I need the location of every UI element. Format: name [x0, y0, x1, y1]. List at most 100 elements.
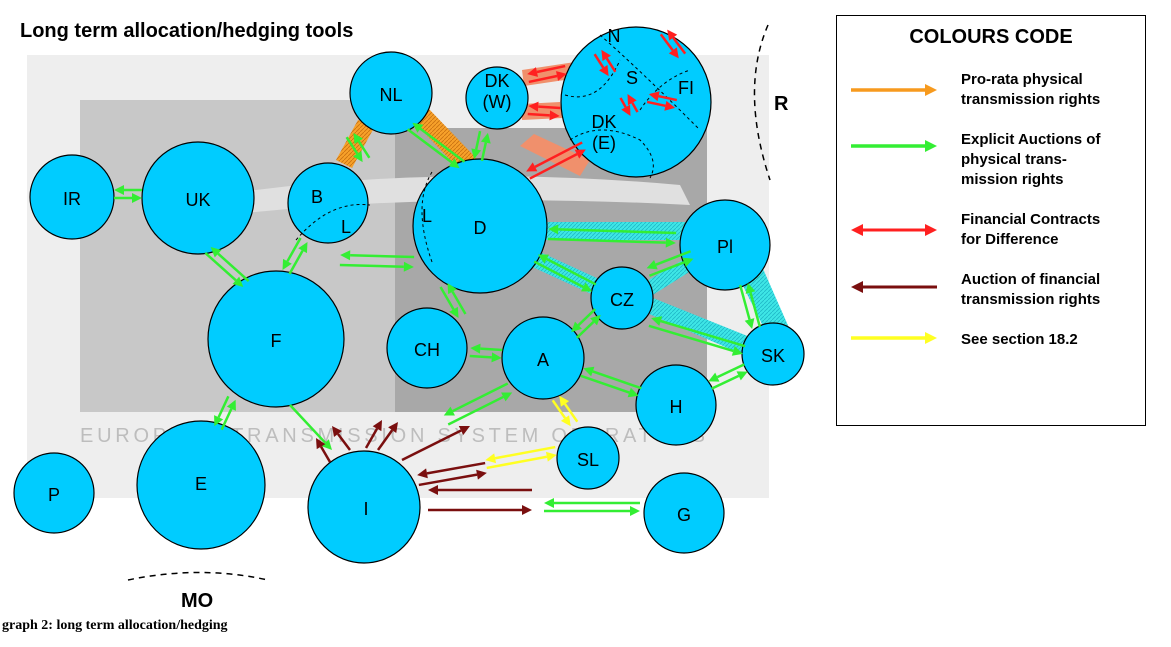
label-ir: IR	[63, 189, 81, 209]
arrow-i-g-financial	[428, 485, 532, 495]
arrow-a-i	[447, 392, 513, 426]
arrow-s-dke	[619, 97, 631, 116]
arrow-nl-b	[345, 136, 363, 163]
arrow-d-ch	[439, 286, 459, 319]
arrow-f-b	[282, 237, 302, 271]
arrow-a-cz	[575, 314, 601, 339]
label-n: N	[608, 26, 621, 46]
arrow-d-dke	[526, 141, 583, 172]
arrow-d-ch	[447, 282, 467, 315]
node-pl	[679, 199, 771, 291]
arrow-cz-pl	[646, 250, 692, 270]
legend-title: COLOURS CODE	[909, 26, 1073, 48]
arrow-i-g	[544, 498, 640, 508]
arrow-i-f-financial	[332, 426, 351, 451]
label-sl: SL	[577, 450, 599, 470]
arrow-uk-f	[204, 252, 244, 287]
arrow-i-sl-financial	[417, 461, 486, 479]
page-title: Long term allocation/hedging tools	[20, 20, 354, 42]
legend-item-prorata: Pro-rata physical transmission rights	[961, 71, 1101, 108]
arrow-s-fi	[648, 91, 678, 102]
arrow-a-sl	[551, 399, 571, 427]
legend-swatch-0	[851, 84, 937, 96]
arrow-f-i	[289, 404, 332, 450]
arrow-i-a-financial	[364, 420, 382, 449]
arrow-s-fi	[646, 100, 676, 111]
arrow-n-s	[593, 53, 609, 77]
legend-swatch-1	[851, 140, 937, 152]
arrow-n-fi	[667, 29, 687, 55]
node-f	[207, 270, 345, 408]
arrow-a-h	[580, 374, 639, 398]
arrow-dkw-n	[527, 64, 566, 77]
arrow-d-pl	[548, 224, 677, 235]
arrow-i-a-financial	[376, 422, 398, 451]
arrow-f-e	[214, 395, 230, 427]
node-g	[643, 472, 725, 554]
label-uk: UK	[185, 190, 210, 210]
arrow-f-b	[288, 241, 308, 275]
legend-item-see-section: See section 18.2	[961, 331, 1078, 348]
label-g: G	[677, 505, 691, 525]
arrow-d-dke	[529, 149, 586, 180]
node-sl	[556, 426, 620, 490]
arrow-a-sl	[559, 395, 579, 423]
figure-caption: graph 2: long term allocation/hedging	[2, 618, 228, 633]
arrow-i-g-financial	[428, 505, 532, 515]
arrow-f-e	[220, 399, 236, 431]
arrow-i-f-financial	[316, 438, 332, 463]
arrow-i-g	[544, 506, 640, 516]
label-ch: CH	[414, 340, 440, 360]
arrow-dkw-d	[480, 132, 491, 162]
arrow-n-s	[601, 49, 617, 73]
arrow-pl-sk	[745, 282, 762, 328]
legend-item-financial-contracts: Financial Contracts for Difference	[961, 211, 1101, 248]
label-sk: SK	[761, 346, 785, 366]
arrow-h-sk	[708, 363, 745, 382]
label-s: S	[626, 68, 638, 88]
node-cz	[590, 266, 654, 330]
node-p	[13, 452, 95, 534]
region-borders: R MO	[127, 24, 789, 612]
node-nl	[349, 51, 433, 135]
arrow-s-dke	[627, 94, 639, 113]
arrow-nl-b	[353, 132, 371, 159]
node-ch	[386, 307, 468, 389]
colours-legend: COLOURS CODE Pro-rata physical transmiss…	[836, 15, 1146, 426]
arrow-f-d	[340, 250, 415, 261]
label-pl: Pl	[717, 237, 733, 257]
arrow-dkw-n	[528, 71, 567, 84]
arrow-nl-d	[406, 128, 460, 169]
arrow-i-sl	[485, 445, 556, 464]
arrow-dkw-s	[527, 110, 560, 121]
node-nord	[560, 26, 712, 178]
label-l-d: L	[422, 206, 432, 226]
arrow-i-sl	[486, 451, 557, 470]
label-e: E	[195, 474, 207, 494]
arrow-uk-f	[210, 247, 250, 282]
node-d	[412, 158, 548, 294]
arrow-a-cz	[571, 308, 597, 333]
node-h	[635, 364, 717, 446]
arrow-cz-pl	[648, 257, 694, 277]
node-dkw	[465, 66, 529, 130]
legend-swatch-2	[851, 224, 937, 236]
label-nl: NL	[379, 85, 402, 105]
node-a	[501, 316, 585, 400]
arrow-i-a-financial	[401, 426, 470, 462]
arrow-f-d	[339, 261, 414, 272]
arrow-a-i	[443, 382, 509, 416]
node-i	[307, 450, 421, 564]
region-label-r: R	[774, 93, 789, 115]
arrow-ir-uk	[114, 185, 142, 195]
label-cz: CZ	[610, 290, 634, 310]
node-b	[287, 162, 369, 244]
arrow-a-h	[583, 366, 642, 390]
arrow-cz-sk	[648, 324, 743, 356]
legend-swatch-4	[851, 332, 937, 344]
label-i: I	[363, 499, 368, 519]
arrow-i-sl-financial	[418, 469, 487, 487]
arrow-nl-d	[412, 122, 466, 163]
arrow-ch-a	[469, 352, 502, 363]
